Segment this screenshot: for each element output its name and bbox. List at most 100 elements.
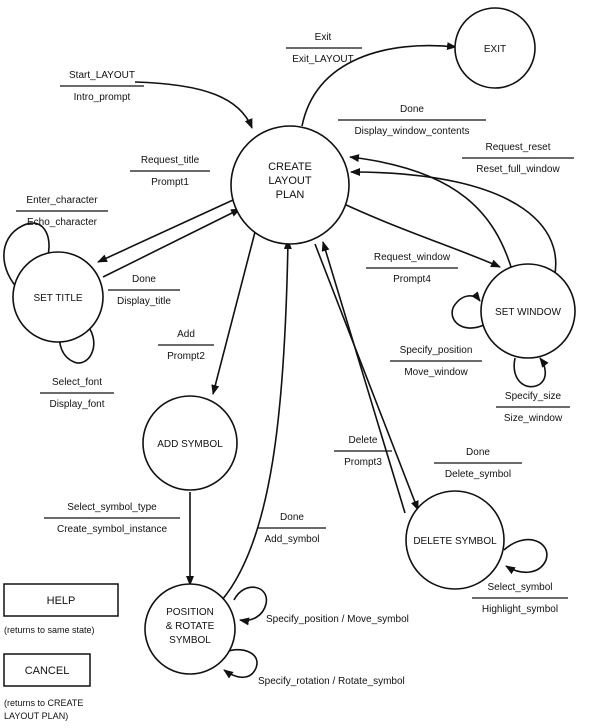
request-reset-action: Reset_full_window	[476, 164, 560, 175]
state-position-line3: SYMBOL	[169, 635, 211, 646]
select-font-event: Select_font	[52, 377, 102, 388]
edge-create-to-exit	[301, 42, 457, 127]
done-add-event: Done	[280, 512, 304, 523]
specify-size-event: Specify_size	[505, 391, 562, 402]
select-symbol-type-action: Create_symbol_instance	[57, 524, 167, 535]
label-done-delete: Done Delete_symbol	[434, 447, 522, 480]
state-create-line2: LAYOUT	[268, 175, 311, 187]
loop-rotate-symbol-label: Specify_rotation / Rotate_symbol	[258, 676, 405, 687]
add-action: Prompt2	[167, 351, 205, 362]
label-specify-size: Specify_size Size_window	[496, 391, 570, 424]
start-action: Intro_prompt	[74, 92, 131, 103]
label-done-add: Done Add_symbol	[258, 512, 326, 545]
done-window-action: Display_window_contents	[354, 126, 469, 137]
cancel-label: CANCEL	[25, 665, 70, 677]
delete-action: Prompt3	[344, 457, 382, 468]
help-legend: HELP (returns to same state)	[3, 583, 119, 635]
label-delete: Delete Prompt3	[334, 435, 392, 468]
nodes: CREATE LAYOUT PLAN EXIT SET TITLE SET WI…	[12, 7, 576, 675]
state-set-window-label: SET WINDOW	[495, 307, 561, 318]
edge-set-title-to-create	[102, 208, 241, 278]
loop-move-symbol-label: Specify_position / Move_symbol	[266, 614, 409, 625]
request-window-action: Prompt4	[393, 274, 431, 285]
select-symbol-event: Select_symbol	[487, 582, 552, 593]
loop-position-move	[233, 586, 268, 626]
label-start: Start_LAYOUT Intro_prompt	[60, 70, 144, 103]
legend: HELP (returns to same state) CANCEL (ret…	[3, 583, 119, 721]
label-select-symbol-type: Select_symbol_type Create_symbol_instanc…	[44, 502, 180, 535]
state-position-line1: POSITION	[166, 607, 214, 618]
loop-set-window-position	[451, 291, 485, 329]
specify-position-action: Move_window	[404, 367, 468, 378]
label-request-window: Request_window Prompt4	[366, 252, 458, 285]
request-reset-event: Request_reset	[485, 142, 550, 153]
state-position-rotate-symbol: POSITION & ROTATE SYMBOL	[144, 583, 236, 675]
edge-start-to-create	[134, 81, 253, 129]
label-done-title: Done Display_title	[108, 274, 180, 307]
edges	[3, 42, 557, 679]
done-delete-event: Done	[466, 447, 490, 458]
edge-create-to-set-window	[343, 203, 501, 268]
edge-create-to-set-title	[97, 199, 234, 263]
delete-event: Delete	[349, 435, 378, 446]
label-enter-character: Enter_character Echo_character	[16, 195, 108, 228]
exit-action: Exit_LAYOUT	[292, 54, 354, 65]
done-delete-action: Delete_symbol	[445, 469, 511, 480]
label-add: Add Prompt2	[158, 329, 214, 362]
loop-set-title-select-font	[54, 325, 95, 364]
enter-character-action: Echo_character	[27, 217, 98, 228]
state-delete-symbol: DELETE SYMBOL	[405, 490, 505, 590]
label-specify-position: Specify_position Move_window	[390, 345, 482, 378]
request-title-event: Request_title	[141, 155, 200, 166]
state-position-line2: & ROTATE	[166, 621, 215, 632]
edge-position-to-create	[221, 239, 292, 601]
state-create-line3: PLAN	[276, 189, 305, 201]
done-window-event: Done	[400, 104, 424, 115]
done-add-action: Add_symbol	[264, 534, 319, 545]
state-set-title-label: SET TITLE	[33, 293, 82, 304]
cancel-legend: CANCEL (returns to CREATE LAYOUT PLAN)	[3, 653, 91, 721]
state-add-symbol: ADD SYMBOL	[142, 395, 238, 491]
done-title-action: Display_title	[117, 296, 171, 307]
select-symbol-action: Highlight_symbol	[482, 604, 558, 615]
edge-set-window-to-create-reset	[350, 168, 557, 292]
enter-character-event: Enter_character	[26, 195, 98, 206]
state-create-line1: CREATE	[268, 161, 312, 173]
loop-set-window-size	[513, 357, 549, 388]
edge-create-to-delete-symbol	[314, 243, 419, 511]
label-select-font: Select_font Display_font	[40, 377, 114, 410]
state-create-layout-plan: CREATE LAYOUT PLAN	[230, 125, 350, 245]
cancel-note-line2: LAYOUT PLAN)	[4, 711, 68, 721]
add-event: Add	[177, 329, 195, 340]
cancel-note-line1: (returns to CREATE	[4, 698, 83, 708]
label-exit: Exit Exit_LAYOUT	[286, 32, 362, 65]
state-set-title: SET TITLE	[12, 251, 104, 343]
label-select-symbol: Select_symbol Highlight_symbol	[472, 582, 568, 615]
done-title-event: Done	[132, 274, 156, 285]
label-done-window: Done Display_window_contents	[338, 104, 486, 137]
request-window-event: Request_window	[374, 252, 451, 263]
help-label: HELP	[47, 595, 76, 607]
label-request-title: Request_title Prompt1	[130, 155, 210, 188]
help-note: (returns to same state)	[4, 625, 95, 635]
loop-set-title-enter-character	[3, 222, 53, 293]
label-request-reset: Request_reset Reset_full_window	[462, 142, 574, 175]
state-add-symbol-label: ADD SYMBOL	[157, 439, 223, 450]
state-delete-symbol-label: DELETE SYMBOL	[413, 536, 497, 547]
select-symbol-type-event: Select_symbol_type	[67, 502, 157, 513]
loop-position-rotate	[223, 648, 258, 679]
exit-event: Exit	[315, 32, 332, 43]
request-title-action: Prompt1	[151, 177, 189, 188]
state-exit: EXIT	[454, 7, 536, 89]
edge-create-to-add-symbol	[211, 231, 256, 395]
start-event: Start_LAYOUT	[69, 70, 135, 81]
specify-position-event: Specify_position	[400, 345, 473, 356]
edge-delete-symbol-to-create	[321, 241, 406, 514]
state-set-window: SET WINDOW	[480, 263, 576, 359]
select-font-action: Display_font	[49, 399, 104, 410]
specify-size-action: Size_window	[504, 413, 563, 424]
loop-delete-symbol-select	[503, 538, 548, 575]
edge-set-window-to-create-done	[349, 154, 513, 271]
state-exit-label: EXIT	[484, 44, 506, 55]
